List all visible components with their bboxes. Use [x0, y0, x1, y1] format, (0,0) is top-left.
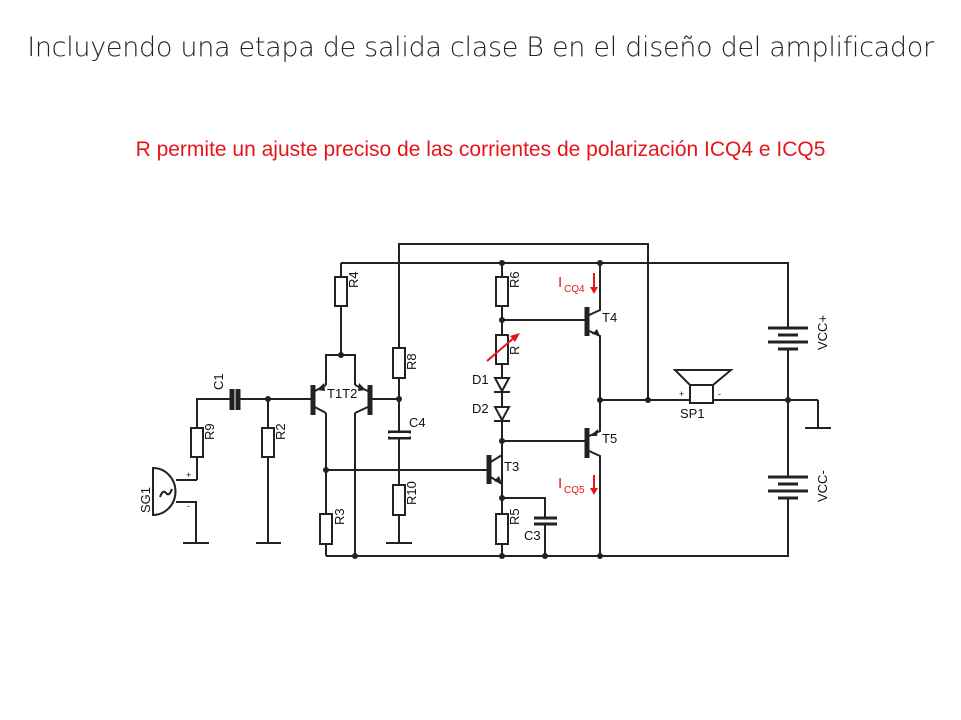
current-icq4: I CQ4 [558, 273, 598, 295]
label-sp1: SP1 [680, 406, 705, 421]
label-r10: R10 [404, 481, 419, 505]
label-r9: R9 [202, 423, 217, 440]
svg-text:I: I [558, 274, 562, 291]
label-r3: R3 [332, 508, 347, 525]
slide-title: Incluyendo una etapa de salida clase B e… [27, 32, 934, 63]
label-sg1-plus: + [186, 470, 191, 480]
label-d1: D1 [472, 372, 489, 387]
resistor-r5 [495, 513, 509, 545]
battery-vcc-minus [768, 475, 808, 500]
label-r8: R8 [404, 353, 419, 370]
label-c3: C3 [524, 528, 541, 543]
slide-subtitle: R permite un ajuste preciso de las corri… [135, 138, 826, 161]
signal-generator-sg1 [152, 466, 177, 517]
resistor-r4 [334, 276, 348, 307]
resistor-r-variable [495, 334, 509, 365]
current-icq5: I CQ5 [558, 475, 598, 496]
label-sg1: SG1 [138, 487, 153, 513]
svg-text:CQ5: CQ5 [564, 485, 585, 496]
label-c4: C4 [409, 415, 426, 430]
label-vcc-minus: VCC- [815, 470, 830, 502]
resistor-r2 [261, 427, 275, 458]
label-r6: R6 [507, 271, 522, 288]
label-sp1-minus: - [718, 389, 721, 399]
adjust-arrow-icon [486, 333, 520, 362]
svg-text:I: I [558, 475, 562, 492]
resistor-r3 [319, 513, 333, 545]
label-r4: R4 [346, 271, 361, 288]
speaker-sp1 [672, 369, 734, 404]
resistor-r8 [392, 347, 406, 379]
label-d2: D2 [472, 401, 489, 416]
label-c1: C1 [211, 373, 226, 390]
capacitor-c1 [229, 389, 241, 410]
resistor-r6 [495, 276, 509, 307]
label-t4: T4 [602, 310, 617, 325]
label-t3: T3 [504, 459, 519, 474]
label-r: R [507, 346, 522, 355]
battery-vcc-plus [768, 326, 808, 351]
svg-text:CQ4: CQ4 [564, 284, 585, 295]
label-sp1-plus: + [679, 389, 684, 399]
emitter-arrows [317, 329, 600, 484]
resistor-r10 [392, 484, 406, 516]
capacitor-c3 [534, 516, 557, 526]
arrow-down-icon [590, 488, 598, 495]
diode-d1 [493, 377, 511, 394]
label-t1t2: T1T2 [327, 386, 357, 401]
label-r2: R2 [273, 423, 288, 440]
resistor-r9 [190, 427, 204, 458]
wires [176, 243, 831, 557]
diode-d2 [493, 406, 511, 423]
junction-dots [265, 260, 791, 559]
arrow-down-icon [590, 287, 598, 294]
label-r5: R5 [507, 508, 522, 525]
label-vcc-plus: VCC+ [815, 315, 830, 350]
capacitor-c4 [388, 430, 411, 440]
label-sg1-minus: - [187, 501, 190, 511]
label-t5: T5 [602, 431, 617, 446]
